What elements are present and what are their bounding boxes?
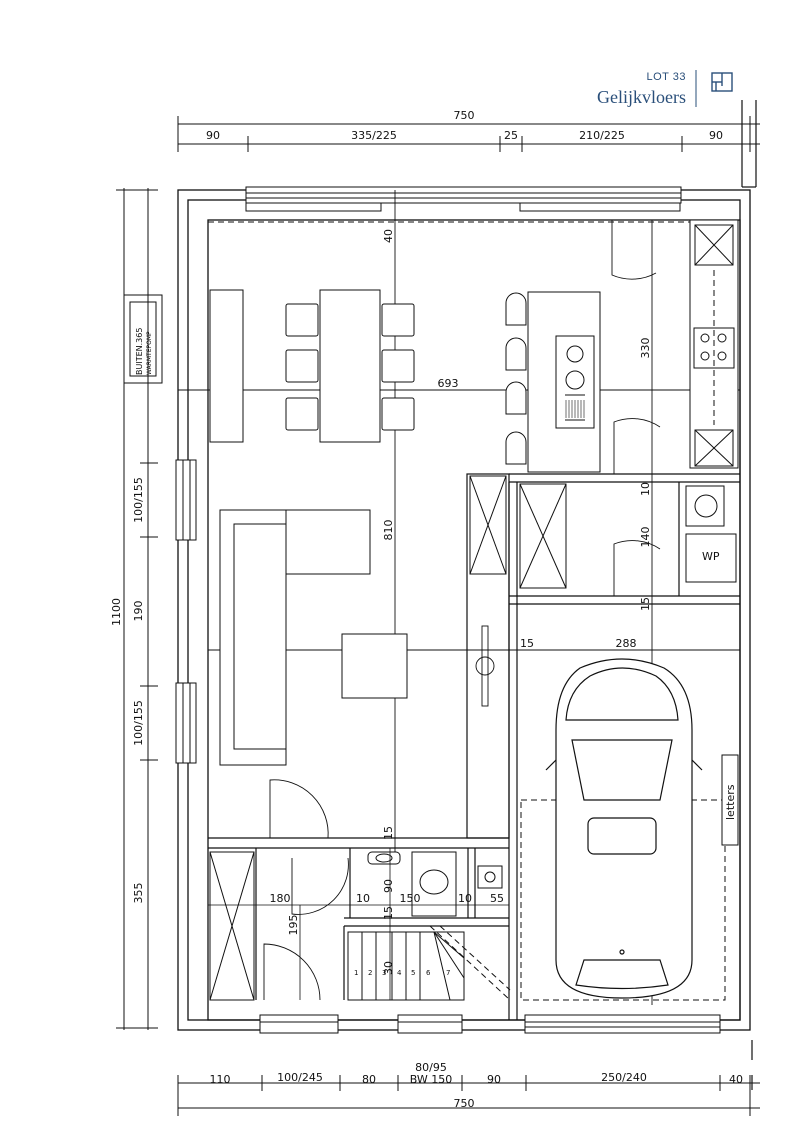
dim-top-5: 90 (709, 129, 723, 142)
floor-title: Gelijkvloers (597, 87, 686, 107)
dim-room-10b: 10 (356, 892, 370, 905)
wp-label: WP (702, 550, 720, 563)
dim-inner-810: 810 (382, 520, 395, 541)
dim-bottom-3: 80 (362, 1073, 376, 1086)
left-windows (175, 459, 197, 764)
dim-room-15c: 15 (382, 826, 395, 840)
dim-top-total: 750 (454, 109, 475, 122)
outdoor-unit-label-2: WARMTEPOMP (146, 331, 153, 375)
neighbour-walls (741, 100, 757, 1090)
dim-inner-330: 330 (639, 338, 652, 359)
dim-left-total: 1100 (110, 598, 123, 626)
dim-room-195: 195 (287, 915, 300, 936)
car-icon (545, 658, 703, 999)
dim-room-180: 180 (270, 892, 291, 905)
interior-walls (208, 473, 740, 1020)
dim-left-1: 100/155 (132, 477, 145, 523)
outdoor-unit-label-1: BUITEN.365 (135, 328, 144, 375)
dim-inner-10: 10 (639, 482, 652, 496)
bottom-openings (259, 1014, 721, 1034)
bottom-dimension-lines (177, 1075, 760, 1116)
stairs (347, 931, 465, 1001)
dim-inner-40-top: 40 (382, 229, 395, 243)
dim-inner-15a: 15 (520, 637, 534, 650)
dim-inner-288: 288 (616, 637, 637, 650)
dim-bottom-total: 750 (454, 1097, 475, 1110)
dim-bottom-8: 40 (729, 1073, 743, 1086)
storage-cabinets (209, 475, 737, 1001)
dim-top-2: 335/225 (351, 129, 397, 142)
dim-room-10c: 10 (458, 892, 472, 905)
living-furniture (209, 219, 739, 766)
stair-step-5: 5 (411, 969, 415, 977)
stairs-dashed (429, 925, 511, 1001)
dim-left-2: 190 (132, 601, 145, 622)
top-dimension-lines (177, 116, 760, 152)
dim-left-4: 355 (132, 883, 145, 904)
stair-step-3: 3 (382, 969, 386, 977)
dim-bottom-5: BW 150 (410, 1073, 453, 1086)
dim-bottom-1: 110 (210, 1073, 231, 1086)
top-windows (245, 186, 682, 212)
dim-left-3: 100/155 (132, 700, 145, 746)
stair-step-7: 7 (446, 969, 450, 977)
dim-inner-140: 140 (639, 527, 652, 548)
dim-bottom-6: 90 (487, 1073, 501, 1086)
dim-top-4: 210/225 (579, 129, 625, 142)
stair-step-2: 2 (368, 969, 372, 977)
sink-drainer (565, 400, 585, 418)
dim-bottom-4: 80/95 (415, 1061, 447, 1074)
stair-step-6: 6 (426, 969, 431, 977)
lot-number: LOT 33 (647, 71, 687, 83)
dim-room-30: 30 (382, 961, 395, 975)
dim-room-55: 55 (490, 892, 504, 905)
stair-step-4: 4 (397, 969, 402, 977)
kitchen-counter-dashed (208, 221, 715, 425)
outdoor-heat-pump (123, 294, 163, 384)
dim-room-15d: 15 (382, 906, 395, 920)
doors (263, 220, 661, 1001)
small-dimension-lines (208, 848, 509, 1000)
dim-inner-693: 693 (438, 377, 459, 390)
letterbox (721, 754, 739, 846)
dim-top-1: 90 (206, 129, 220, 142)
stair-step-1: 1 (354, 969, 358, 977)
left-dimension-lines (116, 188, 158, 1030)
floorplan-icon (711, 72, 733, 92)
dim-bottom-7: 250/240 (601, 1071, 647, 1084)
dim-top-3: 25 (504, 129, 518, 142)
dim-room-150: 150 (400, 892, 421, 905)
dim-room-90: 90 (382, 879, 395, 893)
letters-label: letters (724, 784, 737, 820)
dim-bottom-2: 100/245 (277, 1071, 323, 1084)
